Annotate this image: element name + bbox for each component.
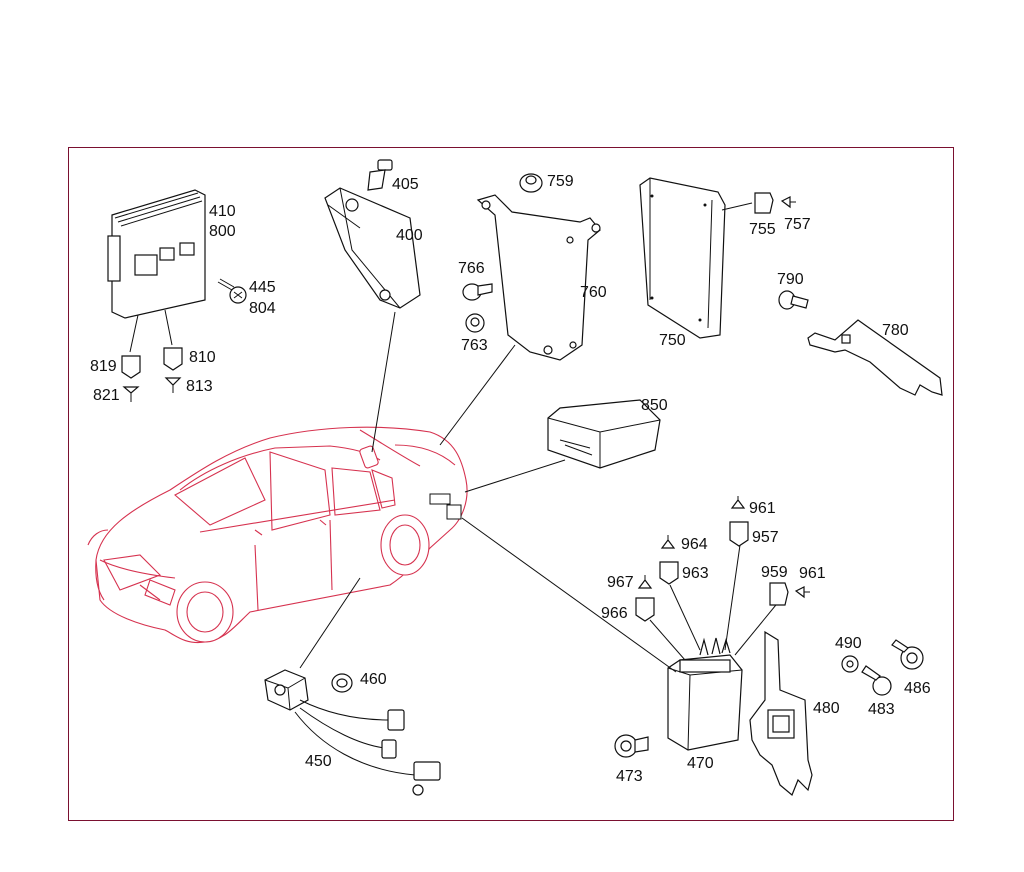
label-966: 966 <box>601 605 628 622</box>
label-755: 755 <box>749 221 776 238</box>
screw-445[interactable] <box>217 278 247 304</box>
module-750[interactable] <box>639 177 753 339</box>
label-405: 405 <box>392 176 419 193</box>
pin-821[interactable] <box>122 386 140 402</box>
label-445: 445 <box>249 279 276 296</box>
screw-486[interactable] <box>891 639 924 670</box>
pin-757[interactable] <box>780 196 796 209</box>
label-480: 480 <box>813 700 840 717</box>
connector-957[interactable] <box>729 521 749 547</box>
label-757: 757 <box>784 216 811 233</box>
label-460: 460 <box>360 671 387 688</box>
label-819: 819 <box>90 358 117 375</box>
pin-813[interactable] <box>164 377 182 393</box>
part-labels: 410 800 445 804 819 810 821 813 405 400 … <box>90 173 931 785</box>
label-450: 450 <box>305 753 332 770</box>
label-810: 810 <box>189 349 216 366</box>
pin-961-side[interactable] <box>794 586 810 599</box>
label-961-side: 961 <box>799 565 826 582</box>
plug-460[interactable] <box>331 673 353 693</box>
screw-405[interactable] <box>367 159 393 191</box>
bracket-480[interactable] <box>749 630 813 796</box>
connector-959[interactable] <box>769 582 789 606</box>
bracket-780[interactable] <box>807 319 943 396</box>
label-760: 760 <box>580 284 607 301</box>
screw-473[interactable] <box>614 734 649 758</box>
label-483: 483 <box>868 701 895 718</box>
bolt-483[interactable] <box>861 665 892 696</box>
vehicle-outline <box>87 426 468 644</box>
bolt-790[interactable] <box>778 290 809 310</box>
washer-490[interactable] <box>841 655 859 673</box>
connector-966[interactable] <box>635 597 655 622</box>
label-750: 750 <box>659 332 686 349</box>
connector-963[interactable] <box>659 561 679 585</box>
label-486: 486 <box>904 680 931 697</box>
label-959: 959 <box>761 564 788 581</box>
pin-967[interactable] <box>637 575 653 589</box>
nut-759[interactable] <box>519 173 543 193</box>
label-813: 813 <box>186 378 213 395</box>
label-957: 957 <box>752 529 779 546</box>
label-821: 821 <box>93 387 120 404</box>
label-470: 470 <box>687 755 714 772</box>
label-410: 410 <box>209 203 236 220</box>
pin-964[interactable] <box>660 535 676 549</box>
label-800: 800 <box>209 223 236 240</box>
control-unit-410[interactable] <box>107 189 206 353</box>
label-473: 473 <box>616 768 643 785</box>
label-964: 964 <box>681 536 708 553</box>
label-961-top: 961 <box>749 500 776 517</box>
label-759: 759 <box>547 173 574 190</box>
label-763: 763 <box>461 337 488 354</box>
label-850: 850 <box>641 397 668 414</box>
pin-961-top[interactable] <box>730 496 746 509</box>
diagram-frame <box>68 147 954 821</box>
label-963: 963 <box>682 565 709 582</box>
label-967: 967 <box>607 574 634 591</box>
nut-763[interactable] <box>465 313 485 333</box>
label-766: 766 <box>458 260 485 277</box>
label-490: 490 <box>835 635 862 652</box>
harness-450[interactable] <box>264 577 441 796</box>
label-780: 780 <box>882 322 909 339</box>
connector-755[interactable] <box>754 192 774 214</box>
label-400: 400 <box>396 227 423 244</box>
bracket-760[interactable] <box>439 194 601 446</box>
connector-819[interactable] <box>121 355 141 379</box>
module-400[interactable] <box>324 187 421 453</box>
bolt-766[interactable] <box>462 283 493 301</box>
module-470[interactable] <box>461 517 781 751</box>
label-804: 804 <box>249 300 276 317</box>
label-790: 790 <box>777 271 804 288</box>
unit-850[interactable] <box>464 399 661 493</box>
connector-810[interactable] <box>163 347 183 371</box>
